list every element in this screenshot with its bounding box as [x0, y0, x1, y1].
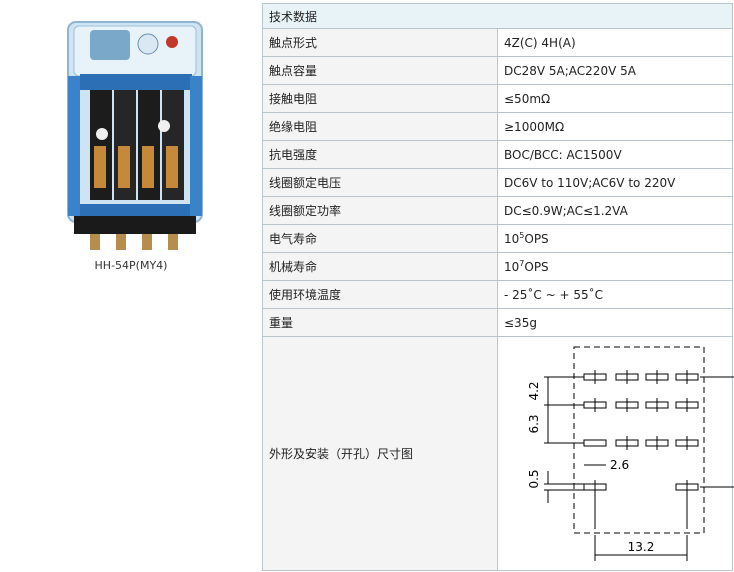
spec-label: 电气寿命 — [262, 224, 498, 253]
dim-pitch-top: 4.2 — [527, 381, 541, 400]
spec-label: 重量 — [262, 308, 498, 337]
product-model-label: HH-54P(MY4) — [94, 259, 168, 272]
spec-label: 使用环境温度 — [262, 280, 498, 309]
dim-pin-width: 0.5 — [527, 469, 541, 488]
spec-drawing-row: 外形及安装（开孔）尺寸图 — [262, 336, 734, 571]
mounting-dimension-drawing: 4.2 6.3 0.5 2.6 17 13.2 — [527, 346, 734, 561]
value-base: 10 — [504, 232, 520, 246]
spec-label: 线圈额定电压 — [262, 168, 498, 197]
value-unit: OPS — [524, 260, 549, 274]
spec-value: 107OPS — [497, 252, 733, 281]
spec-label: 触点容量 — [262, 56, 498, 85]
spec-row: 机械寿命 107OPS — [262, 252, 733, 281]
spec-value: 4Z(C) 4H(A) — [497, 28, 733, 57]
spec-value: - 25˚C ~ + 55˚C — [497, 280, 733, 309]
spec-value: ≥1000MΩ — [497, 112, 733, 141]
dim-pitch-mid: 6.3 — [527, 414, 541, 433]
spec-value: BOC/BCC: AC1500V — [497, 140, 733, 169]
dim-width: 13.2 — [628, 540, 655, 554]
spec-row: 触点形式 4Z(C) 4H(A) — [262, 28, 733, 57]
spec-row: 触点容量 DC28V 5A;AC220V 5A — [262, 56, 733, 85]
spec-value: DC6V to 110V;AC6V to 220V — [497, 168, 733, 197]
value-unit: OPS — [524, 232, 549, 246]
spec-label: 触点形式 — [262, 28, 498, 57]
value-base: 10 — [504, 260, 520, 274]
relay-product-image — [67, 21, 203, 250]
spec-row: 线圈额定电压 DC6V to 110V;AC6V to 220V — [262, 168, 733, 197]
spec-header-row: 技术数据 — [262, 3, 733, 29]
spec-row: 线圈额定功率 DC≤0.9W;AC≤1.2VA — [262, 196, 733, 225]
spec-row: 重量 ≤35g — [262, 308, 733, 337]
spec-value: ≤50mΩ — [497, 84, 733, 113]
product-panel: HH-54P(MY4) — [0, 0, 262, 572]
spec-value: DC≤0.9W;AC≤1.2VA — [497, 196, 733, 225]
spec-label: 绝缘电阻 — [262, 112, 498, 141]
spec-value: 105OPS — [497, 224, 733, 253]
spec-row: 抗电强度 BOC/BCC: AC1500V — [262, 140, 733, 169]
spec-label: 机械寿命 — [262, 252, 498, 281]
drawing-cell: 4.2 6.3 0.5 2.6 17 13.2 — [497, 336, 734, 571]
spec-row: 使用环境温度 - 25˚C ~ + 55˚C — [262, 280, 733, 309]
spec-value: DC28V 5A;AC220V 5A — [497, 56, 733, 85]
spec-row: 接触电阻 ≤50mΩ — [262, 84, 733, 113]
spec-table: 技术数据 触点形式 4Z(C) 4H(A) 触点容量 DC28V 5A;AC22… — [262, 3, 734, 571]
spec-row: 绝缘电阻 ≥1000MΩ — [262, 112, 733, 141]
spec-label: 线圈额定功率 — [262, 196, 498, 225]
value-exponent: 7 — [519, 259, 525, 268]
spec-row: 电气寿命 105OPS — [262, 224, 733, 253]
dim-pin-gap: 2.6 — [610, 458, 629, 472]
value-exponent: 5 — [519, 231, 525, 240]
drawing-label: 外形及安装（开孔）尺寸图 — [262, 336, 498, 571]
spec-label: 接触电阻 — [262, 84, 498, 113]
spec-header: 技术数据 — [262, 3, 733, 29]
spec-label: 抗电强度 — [262, 140, 498, 169]
spec-value: ≤35g — [497, 308, 733, 337]
